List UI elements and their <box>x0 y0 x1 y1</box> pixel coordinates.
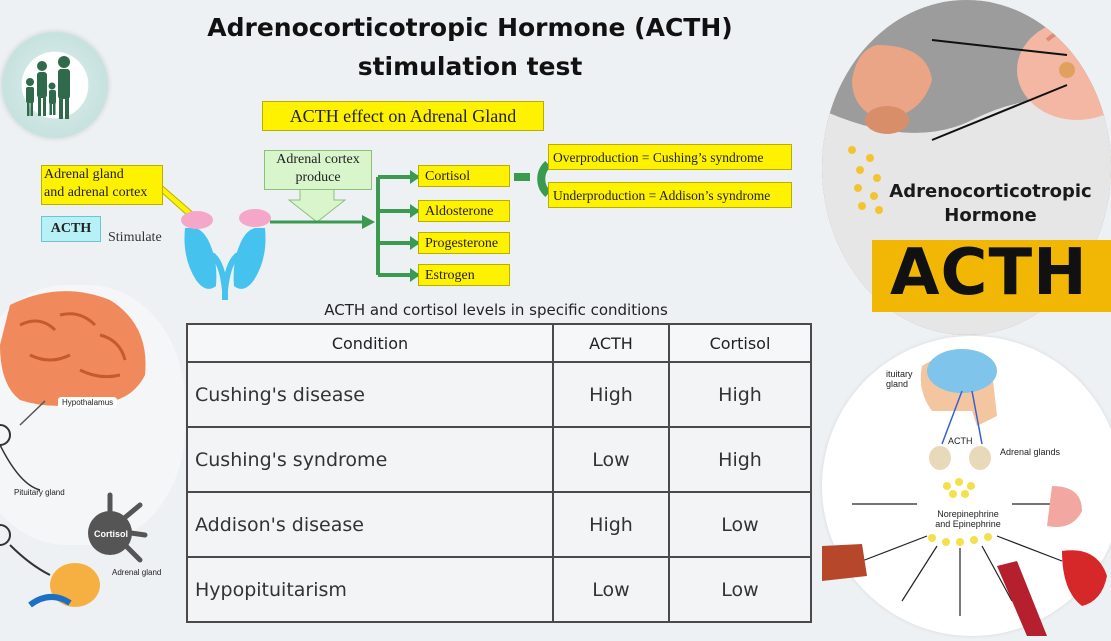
gland-label-line-2: and adrenal cortex <box>44 185 148 200</box>
table-row: Cushing's disease High High <box>186 361 812 428</box>
acth-subtitle: Adrenocorticotropic Hormone <box>878 180 1103 228</box>
gland-label: Adrenal gland and adrenal cortex <box>41 165 163 205</box>
table-caption: ACTH and cortisol levels in specific con… <box>324 301 668 319</box>
cell-cortisol: High <box>668 426 812 493</box>
table-row: Addison's disease High Low <box>186 491 812 558</box>
pathway-ne-line-1: Norepinephrine <box>937 509 999 519</box>
adrenal-gland-icon <box>181 209 271 229</box>
pathway-panel <box>822 336 1111 636</box>
pathway-pituitary-line-1: ituitary <box>886 369 913 379</box>
acth-subtitle-line-2: Hormone <box>944 205 1037 226</box>
cell-acth: High <box>552 361 670 428</box>
cell-acth: Low <box>552 426 670 493</box>
down-arrow <box>287 187 347 223</box>
acth-band <box>872 240 1111 312</box>
pathway-illustration-icon <box>822 349 1107 636</box>
cell-condition: Hypopituitarism <box>186 556 554 623</box>
cell-cortisol: Low <box>668 556 812 623</box>
title-line-2: stimulation test <box>357 52 583 81</box>
site-logo <box>2 32 108 138</box>
page-title: Adrenocorticotropic Hormone (ACTH) stimu… <box>170 8 770 86</box>
cell-acth: Low <box>552 556 670 623</box>
hormone-progesterone: Progesterone <box>418 232 510 254</box>
cell-condition: Addison's disease <box>186 491 554 558</box>
cortex-line-1: Adrenal cortex <box>276 152 360 167</box>
family-silhouette-icon <box>26 56 70 119</box>
cortex-line-2: produce <box>295 170 341 185</box>
brain-illustration-icon <box>0 291 148 608</box>
diagram-header: ACTH effect on Adrenal Gland <box>262 101 544 131</box>
acth-subtitle-line-1: Adrenocorticotropic <box>889 181 1092 202</box>
cortex-box: Adrenal cortex produce <box>264 150 372 190</box>
cell-condition: Cushing's syndrome <box>186 426 554 493</box>
gland-label-line-1: Adrenal gland <box>44 167 124 182</box>
diagram-connectors <box>148 161 551 300</box>
table-header-row: Condition ACTH Cortisol <box>186 323 812 363</box>
pathway-ne-line-2: and Epinephrine <box>935 519 1001 529</box>
right-arrow <box>362 215 375 229</box>
acth-label: ACTH <box>41 216 101 242</box>
adrenal-label: Adrenal gland <box>112 568 162 577</box>
cell-condition: Cushing's disease <box>186 361 554 428</box>
table-row: Cushing's syndrome Low High <box>186 426 812 493</box>
cell-cortisol: Low <box>668 491 812 558</box>
pathway-ne: Norepinephrine and Epinephrine <box>928 509 1008 529</box>
header-acth: ACTH <box>552 323 670 363</box>
hormone-estrogen: Estrogen <box>418 264 510 286</box>
condition-underproduction: Underproduction = Addison’s syndrome <box>548 182 792 208</box>
cell-acth: High <box>552 491 670 558</box>
stimulate-label: Stimulate <box>108 230 162 245</box>
acth-big-label: ACTH <box>890 236 1088 310</box>
title-line-1: Adrenocorticotropic Hormone (ACTH) <box>207 13 733 42</box>
cortisol-label: Cortisol <box>94 529 129 539</box>
kidney-icon <box>184 228 266 300</box>
condition-overproduction: Overproduction = Cushing’s syndrome <box>548 144 792 170</box>
hypothalamus-label: Hypothalamus <box>58 397 118 408</box>
pathway-adrenal: Adrenal glands <box>1000 447 1061 457</box>
pituitary-label: Pituitary gland <box>14 488 65 497</box>
header-cortisol: Cortisol <box>668 323 812 363</box>
pathway-pituitary-line-2: gland <box>886 379 909 389</box>
hormone-aldosterone: Aldosterone <box>418 200 510 222</box>
cell-cortisol: High <box>668 361 812 428</box>
pathway-acth: ACTH <box>948 436 973 446</box>
levels-table: Condition ACTH Cortisol Cushing's diseas… <box>186 323 812 623</box>
table-row: Hypopituitarism Low Low <box>186 556 812 623</box>
hormone-cortisol: Cortisol <box>418 165 510 187</box>
header-condition: Condition <box>186 323 554 363</box>
